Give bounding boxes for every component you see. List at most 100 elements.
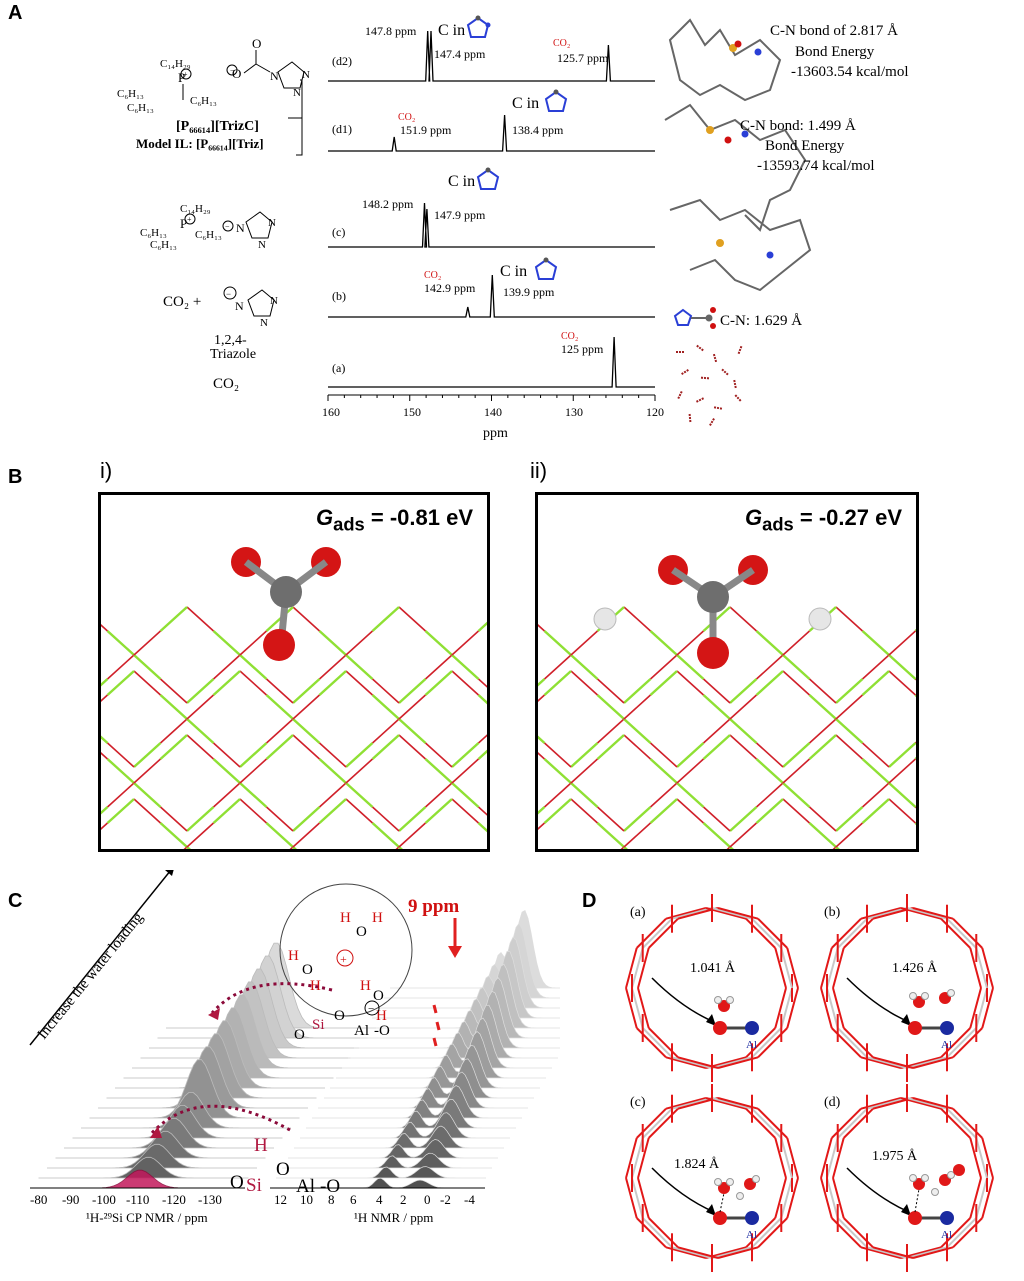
panel-c-figure: Increase the water loading H O H H O H +… — [29, 870, 560, 1225]
lattice-ii — [538, 555, 916, 849]
svg-text:150: 150 — [403, 405, 421, 419]
d-label-a: (a) — [630, 905, 646, 920]
svg-text:12: 12 — [274, 1192, 287, 1207]
panel-b-ii-label: ii) — [530, 458, 548, 483]
triazole-label-2: Triazole — [210, 347, 256, 362]
svg-text:+: + — [183, 70, 188, 79]
svg-text:+: + — [340, 952, 347, 966]
svg-text:N: N — [270, 69, 279, 83]
svg-text:C₆H₁₃: C₆H₁₃ — [150, 239, 177, 251]
label-d1: (d1) — [332, 122, 352, 136]
svg-text:P: P — [180, 216, 187, 231]
svg-text:147.8 ppm: 147.8 ppm — [365, 24, 417, 38]
svg-text:−: − — [230, 66, 235, 75]
svg-text:4: 4 — [376, 1192, 383, 1207]
svg-text:N: N — [260, 317, 268, 329]
svg-text:N: N — [270, 295, 278, 307]
d-label-d: (d) — [824, 1095, 841, 1110]
spectrum-annotations: (d2) 147.8 ppm C in 147.4 ppm CO₂ 125.7 … — [332, 22, 609, 375]
panel-b-ii-frame: Gads = -0.27 eV — [535, 492, 919, 852]
panel-b-i-label: i) — [100, 458, 113, 483]
bracket — [288, 79, 303, 156]
svg-text:-80: -80 — [30, 1192, 47, 1207]
svg-text:N: N — [258, 239, 266, 251]
svg-text:-130: -130 — [198, 1192, 222, 1207]
svg-text:N: N — [236, 221, 245, 235]
label-d2: (d2) — [332, 54, 352, 68]
svg-text:−: − — [225, 222, 230, 231]
svg-text:C in: C in — [438, 22, 465, 39]
svg-text:-110: -110 — [126, 1192, 149, 1207]
il-structure-d: C₁₄H₂₉ P + C₆H₁₃ C₆H₁₃ C₆H₁₃ O − O N N N — [117, 36, 310, 114]
svg-text:147.4 ppm: 147.4 ppm — [434, 47, 486, 61]
hydronium-circle — [279, 883, 413, 1017]
si-o-al-top: O Si O Al -O − — [294, 1000, 390, 1043]
svg-text:H: H — [376, 1008, 387, 1024]
ppm-axis-label: ppm — [483, 426, 508, 441]
label-a: (a) — [332, 361, 345, 375]
svg-text:H: H — [254, 1135, 268, 1156]
svg-text:C in: C in — [448, 173, 475, 190]
il-structure-c: C₁₄H₂₉ P + C₆H₁₃ C₆H₁₃ C₆H₁₃ − N N N — [140, 203, 276, 251]
svg-text:O: O — [334, 1008, 345, 1024]
svg-text:−: − — [226, 289, 231, 299]
panel-a-letter: A — [8, 2, 23, 24]
svg-text:O: O — [252, 36, 261, 51]
svg-text:120: 120 — [646, 405, 664, 419]
svg-text:10: 10 — [300, 1192, 313, 1207]
svg-text:H: H — [360, 978, 371, 994]
svg-text:N: N — [268, 217, 276, 229]
svg-text:-13603.54 kcal/mol: -13603.54 kcal/mol — [791, 64, 908, 80]
model-il-name: Model IL: [P₆₆₆₁₄][Triz] — [136, 136, 264, 151]
d-dist-b: 1.426 Å — [892, 960, 938, 976]
d1-bond-note: C-N bond: 1.499 Å — [740, 118, 856, 134]
panel-d-letter: D — [582, 890, 597, 912]
d-dist-d: 1.975 Å — [872, 1148, 918, 1164]
svg-text:Bond Energy: Bond Energy — [795, 44, 875, 60]
co2-triazole-structure: CO₂ + − N N N 1,2,4- Triazole CO₂ — [163, 286, 278, 392]
panel-a-figure: C₁₄H₂₉ P + C₆H₁₃ C₆H₁₃ C₆H₁₃ O − O N N N… — [117, 15, 908, 441]
svg-text:C₆H₁₃: C₆H₁₃ — [140, 227, 167, 239]
spectrum-d2 — [328, 30, 655, 82]
water-loading-label: Increase the water loading — [35, 909, 147, 1042]
svg-text:O: O — [230, 1172, 244, 1193]
svg-text:-4: -4 — [464, 1192, 475, 1207]
d-label-b: (b) — [824, 905, 841, 920]
cation-c6-label-3: C₆H₁₃ — [190, 95, 217, 107]
co2-alone: CO₂ — [213, 376, 239, 392]
svg-text:Si: Si — [246, 1175, 262, 1196]
si-axis-label: ¹H-²⁹Si CP NMR / ppm — [86, 1210, 208, 1225]
svg-text:151.9 ppm: 151.9 ppm — [400, 123, 452, 137]
svg-text:138.4 ppm: 138.4 ppm — [512, 123, 564, 137]
svg-text:Al: Al — [941, 1229, 952, 1241]
svg-text:0: 0 — [424, 1192, 431, 1207]
label-b: (b) — [332, 289, 346, 303]
svg-text:P: P — [178, 70, 185, 85]
svg-text:+: + — [187, 215, 192, 224]
svg-text:H: H — [340, 910, 351, 926]
cation-c14-label: C₁₄H₂₉ — [160, 58, 191, 70]
triazole-icons — [466, 15, 568, 280]
b-bond-note: C-N: 1.629 Å — [720, 313, 802, 329]
d2-bond-note: C-N bond of 2.817 Å — [770, 23, 898, 39]
svg-text:Bond Energy: Bond Energy — [765, 138, 845, 154]
label-c: (c) — [332, 225, 345, 239]
svg-text:-120: -120 — [162, 1192, 186, 1207]
nine-ppm-label: 9 ppm — [408, 896, 459, 917]
co2-plus: CO₂ + — [163, 294, 201, 310]
svg-text:Al: Al — [941, 1039, 952, 1051]
svg-text:O: O — [232, 66, 241, 81]
cation-c6-label-2: C₆H₁₃ — [127, 102, 154, 114]
svg-text:O: O — [356, 924, 367, 940]
panel-b-letter: B — [8, 466, 23, 488]
svg-text:-O: -O — [374, 1023, 390, 1039]
svg-text:N: N — [235, 299, 244, 313]
svg-text:Al: Al — [746, 1039, 757, 1051]
svg-text:2: 2 — [400, 1192, 407, 1207]
svg-text:148.2 ppm: 148.2 ppm — [362, 197, 414, 211]
svg-text:160: 160 — [322, 405, 340, 419]
svg-text:C in: C in — [512, 95, 539, 112]
spectrum-d1 — [328, 114, 655, 152]
svg-text:N: N — [302, 69, 310, 81]
lattice-i — [101, 547, 487, 849]
